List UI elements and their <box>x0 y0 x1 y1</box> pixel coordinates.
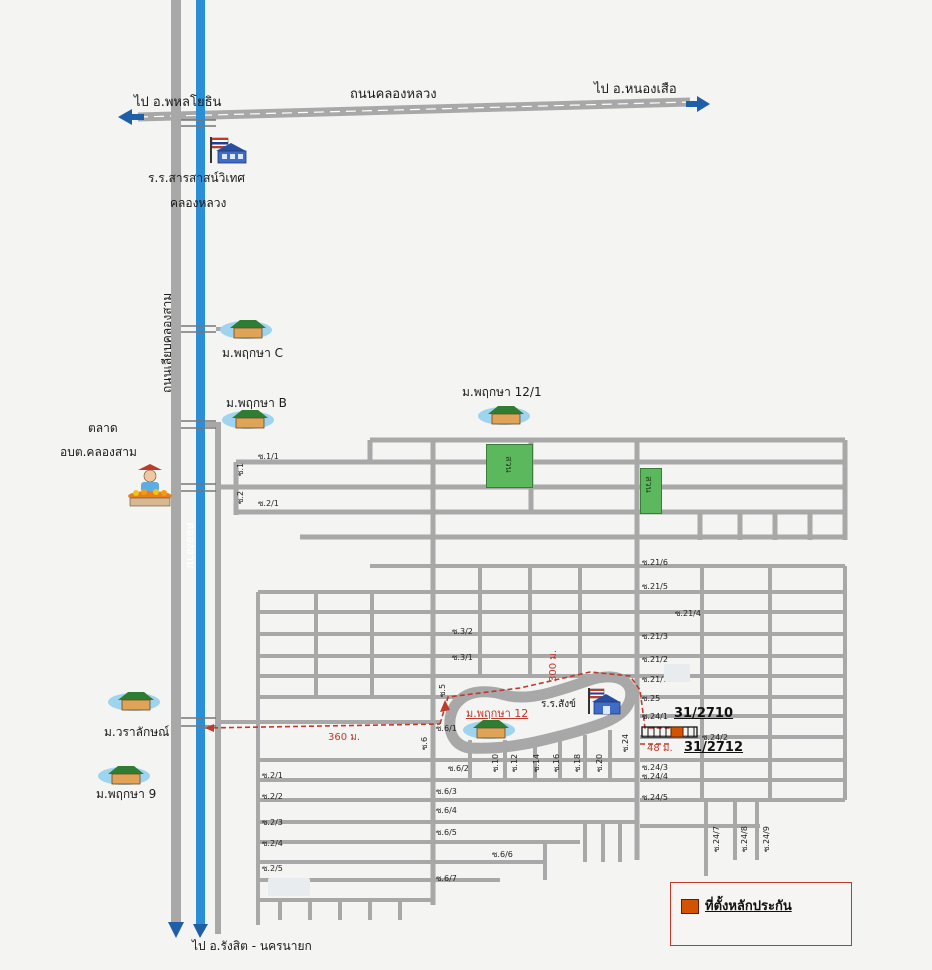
park-label-1: สวน <box>503 456 513 473</box>
to-east-label: ไป อ.หนองเสือ <box>594 82 677 97</box>
route-line <box>204 671 672 745</box>
soi-21-4: ซ.21/4 <box>675 609 701 618</box>
village-9-label: ม.พฤกษา 9 <box>96 787 157 801</box>
soi-2-1-top: ซ.2/1 <box>258 499 279 508</box>
park-plot-1 <box>486 444 533 488</box>
house-icon-b <box>222 410 274 429</box>
arrow-west-icon <box>118 109 132 125</box>
house-icon-12 <box>463 720 515 739</box>
canal-water <box>196 0 205 930</box>
distance-360: 360 ม. <box>328 732 361 743</box>
soi-6-1: ซ.6/1 <box>436 724 457 733</box>
soi-25: ซ.25 <box>642 694 661 703</box>
canal-label: คลองสาม <box>184 522 197 569</box>
soi-18: ซ.18 <box>573 753 582 772</box>
soi-2-2: ซ.2/2 <box>262 792 283 801</box>
house-icon-c <box>220 320 272 339</box>
soi-24: ซ.24 <box>621 733 630 752</box>
soi-3-1: ซ.3/1 <box>452 653 473 662</box>
village-b-label: ม.พฤกษา B <box>226 396 287 410</box>
soi-20: ซ.20 <box>595 753 604 772</box>
soi-24-9: ซ.24/9 <box>762 826 771 852</box>
soi-24-8: ซ.24/8 <box>740 826 749 852</box>
house-icon-9 <box>98 766 150 785</box>
school-local-icon <box>588 688 621 715</box>
soi-24-7: ซ.24/7 <box>712 826 721 852</box>
park-plot-2 <box>640 468 662 514</box>
soi-1: ซ.1 <box>236 462 245 476</box>
school-label-2: คลองหลวง <box>170 196 227 210</box>
school-local-label: ร.ร.สังข์ <box>541 699 576 710</box>
house-icon-warasak <box>108 692 160 711</box>
village-c-label: ม.พฤกษา C <box>222 346 284 360</box>
left-main-road <box>171 0 181 922</box>
distance-300: 300 ม. <box>548 649 559 682</box>
loop-road <box>444 671 637 754</box>
parcel-label-1: 31/2710 <box>674 706 734 721</box>
market-label-2: อบต.คลองสาม <box>60 445 137 459</box>
redacted-patch-1 <box>268 878 310 896</box>
soi-6-4: ซ.6/4 <box>436 806 457 815</box>
soi-6-2: ซ.6/2 <box>448 764 469 773</box>
arrow-east-icon <box>697 96 710 112</box>
market-label-1: ตลาด <box>88 421 118 435</box>
parcel-hatch <box>641 726 698 738</box>
top-road-label: ถนนคลองหลวง <box>350 87 437 102</box>
soi-21-3: ซ.21/3 <box>642 632 668 641</box>
to-south-label: ไป อ.รังสิต - นครนายก <box>192 939 312 953</box>
soi-12: ซ.12 <box>510 753 519 772</box>
soi-24-1: ซ.24/1 <box>642 712 668 721</box>
road-grid-south <box>221 720 637 920</box>
soi-2: ซ.2 <box>236 490 245 504</box>
legend-box: ที่ตั้งหลักประกัน <box>670 882 852 946</box>
parcel-label-2: 31/2712 <box>684 740 744 755</box>
school-label: ร.ร.สารสาสน์วิเทศ <box>148 171 245 185</box>
soi-16: ซ.16 <box>552 753 561 772</box>
school-icon <box>210 137 247 164</box>
top-road <box>137 97 691 122</box>
soi-6-6: ซ.6/6 <box>492 850 513 859</box>
village-12-label: ม.พฤกษา 12 <box>466 707 529 720</box>
soi-6-3: ซ.6/3 <box>436 787 457 796</box>
soi-2-3: ซ.2/3 <box>262 818 283 827</box>
soi-21-5: ซ.21/5 <box>642 582 668 591</box>
to-west-label: ไป อ.พหลโยธิน <box>134 95 222 110</box>
village-12-1-label: ม.พฤกษา 12/1 <box>462 385 542 399</box>
soi-2-5: ซ.2/5 <box>262 864 283 873</box>
park-label-2: สวน <box>643 476 653 493</box>
soi-6-5: ซ.6/5 <box>436 828 457 837</box>
soi-2-4: ซ.2/4 <box>262 839 283 848</box>
soi-24-3: ซ.24/3 <box>642 763 668 772</box>
left-road-label: ถนนเลียบคลองสาม <box>160 292 174 393</box>
soi-5: ซ.5 <box>438 683 447 697</box>
soi-10: ซ.10 <box>491 753 500 772</box>
soi-24-4: ซ.24/4 <box>642 772 668 781</box>
arrow-south-icon <box>168 922 184 938</box>
village-warasak-label: ม.วราลักษณ์ <box>104 725 170 739</box>
soi-2-1: ซ.2/1 <box>262 771 283 780</box>
bridges <box>181 119 216 727</box>
legend-label: ที่ตั้งหลักประกัน <box>705 899 792 914</box>
market-vendor-icon <box>128 464 172 507</box>
soi-21-6: ซ.21/6 <box>642 558 668 567</box>
arrow-south-canal-icon <box>193 924 208 938</box>
road-grid-north <box>221 437 848 905</box>
soi-21-1: ซ.21/1 <box>642 675 668 684</box>
soi-1-1: ซ.1/1 <box>258 452 279 461</box>
distance-48: 48 ม. <box>647 743 673 754</box>
house-icon-12-1 <box>478 406 530 425</box>
soi-14: ซ.14 <box>532 753 541 772</box>
soi-24-5: ซ.24/5 <box>642 793 668 802</box>
legend-swatch-icon <box>681 899 699 914</box>
redacted-patch-2 <box>664 664 690 682</box>
road-grid-east <box>256 564 847 925</box>
soi-6-7: ซ.6/7 <box>436 874 457 883</box>
soi-21-2: ซ.21/2 <box>642 655 668 664</box>
soi-3-2: ซ.3/2 <box>452 627 473 636</box>
soi-6: ซ.6 <box>420 736 429 750</box>
soi-24-2: ซ.24/2 <box>702 733 728 742</box>
